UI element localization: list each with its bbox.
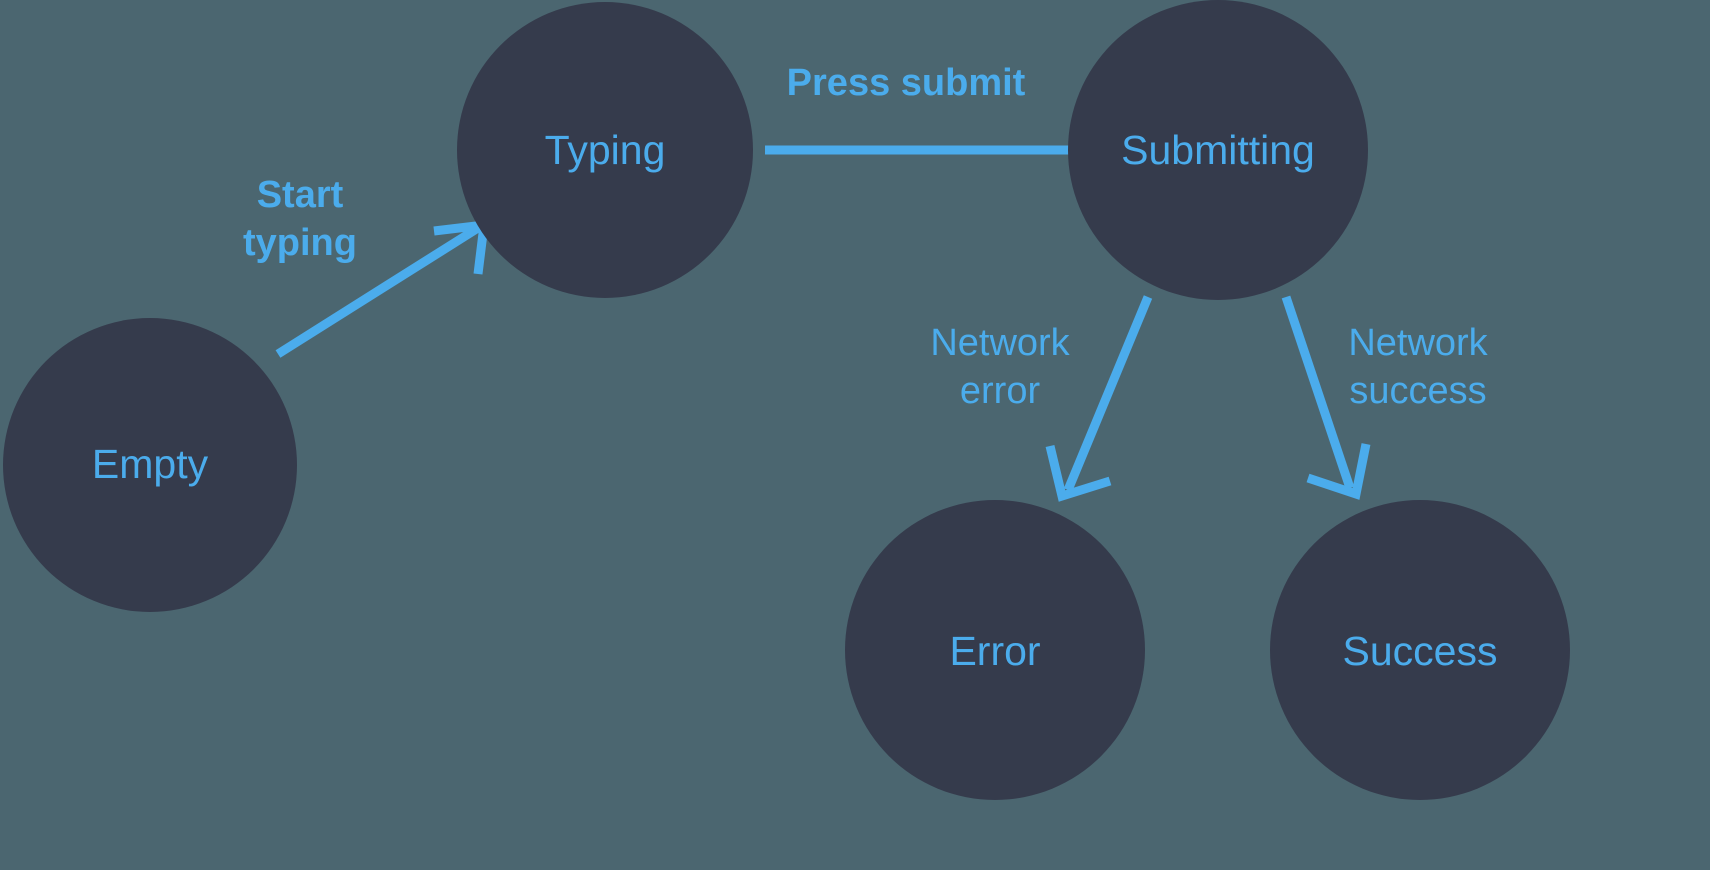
transition-start-typing[interactable]: Start typing xyxy=(243,174,490,358)
state-node-error[interactable]: Error xyxy=(845,500,1145,800)
network-error-label-line1: Network xyxy=(930,322,1070,364)
state-node-typing[interactable]: Typing xyxy=(457,2,753,298)
network-error-arrow-head xyxy=(1045,444,1112,502)
transition-network-error[interactable]: Network error xyxy=(930,295,1153,502)
success-label: Success xyxy=(1343,628,1498,674)
empty-label: Empty xyxy=(92,441,209,487)
start-typing-arrow-line xyxy=(275,224,481,358)
transition-press-submit[interactable]: Press submit xyxy=(765,62,1153,185)
network-success-label-line1: Network xyxy=(1348,322,1488,364)
network-success-label-line2: success xyxy=(1349,370,1486,412)
state-node-success[interactable]: Success xyxy=(1270,500,1570,800)
submitting-label: Submitting xyxy=(1121,127,1315,173)
start-typing-label-line1: Start xyxy=(257,174,344,216)
transition-network-success[interactable]: Network success xyxy=(1281,295,1489,500)
error-circle xyxy=(845,500,1145,800)
network-success-arrow-line xyxy=(1281,295,1355,490)
submitting-circle xyxy=(1068,0,1368,300)
start-typing-label-line2: typing xyxy=(243,222,357,264)
typing-circle xyxy=(457,2,753,298)
press-submit-label: Press submit xyxy=(787,62,1026,104)
typing-label: Typing xyxy=(545,127,666,173)
network-error-label-line2: error xyxy=(960,370,1041,412)
state-node-empty[interactable]: Empty xyxy=(3,318,297,612)
network-error-arrow-line xyxy=(1063,295,1153,492)
network-success-arrow-head xyxy=(1306,443,1371,500)
state-node-submitting[interactable]: Submitting xyxy=(1068,0,1368,300)
success-circle xyxy=(1270,500,1570,800)
error-label: Error xyxy=(949,628,1040,674)
empty-circle xyxy=(3,318,297,612)
